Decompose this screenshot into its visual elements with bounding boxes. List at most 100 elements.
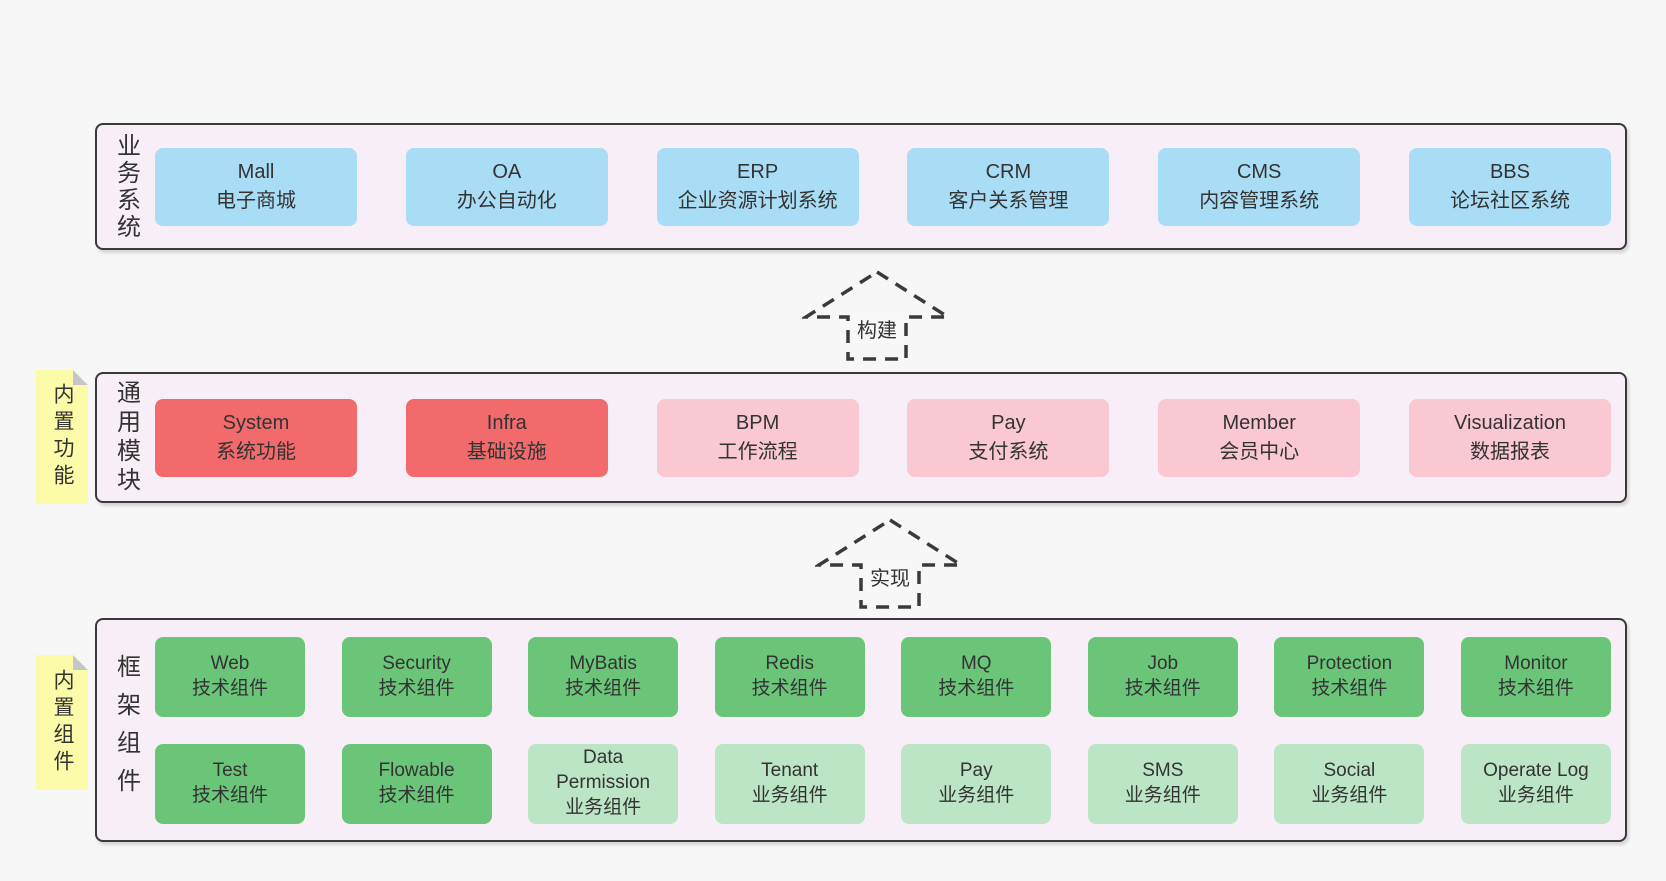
box-mq: MQ 技术组件 bbox=[901, 636, 1052, 717]
box-web: Web 技术组件 bbox=[155, 636, 305, 717]
box-title: Pay bbox=[959, 759, 993, 781]
box-subtitle: 办公自动化 bbox=[456, 189, 557, 212]
box-title: BBS bbox=[1489, 160, 1530, 183]
box-title: CRM bbox=[985, 160, 1032, 183]
sticky-note-builtin-features: 内置功能 bbox=[36, 370, 88, 504]
box-subtitle: 业务组件 bbox=[1124, 784, 1201, 806]
sticky-note-builtin-components: 内置组件 bbox=[36, 655, 88, 790]
box-title: MQ bbox=[960, 652, 992, 674]
band-modules-rows: System 系统功能 Infra 基础设施 BPM 工作流程 Pay 支付系统… bbox=[155, 374, 1625, 501]
box-subtitle: 会员中心 bbox=[1219, 440, 1300, 463]
box-social: Social 业务组件 bbox=[1274, 743, 1425, 824]
box-subtitle: 支付系统 bbox=[968, 440, 1049, 463]
box-subtitle: 论坛社区系统 bbox=[1449, 189, 1570, 212]
box-flowable: Flowable 技术组件 bbox=[341, 743, 492, 824]
box-subtitle: 技术组件 bbox=[378, 677, 455, 699]
box-title: Protection bbox=[1306, 652, 1393, 674]
arrow-implement-label: 实现 bbox=[866, 562, 914, 591]
box-title: CMS bbox=[1236, 160, 1282, 183]
box-title: Test bbox=[212, 759, 248, 781]
band-label-text: 业务系统 bbox=[112, 132, 140, 241]
box-title: Mall bbox=[237, 160, 275, 183]
box-protection: Protection 技术组件 bbox=[1274, 636, 1425, 717]
box-subtitle: 业务组件 bbox=[938, 784, 1015, 806]
box-title: Web bbox=[210, 652, 250, 674]
up-arrow-icon bbox=[802, 269, 952, 361]
box-title: Security bbox=[382, 652, 451, 674]
box-title: ERP bbox=[737, 160, 779, 183]
band-common-modules: 通用模块 System 系统功能 Infra 基础设施 BPM 工作流程 Pay bbox=[95, 372, 1627, 503]
box-subtitle: 电子商城 bbox=[216, 189, 296, 212]
box-title: Data Permission bbox=[556, 747, 651, 794]
box-test: Test 技术组件 bbox=[155, 743, 305, 824]
box-mybatis: MyBatis 技术组件 bbox=[528, 636, 679, 717]
box-crm: CRM 客户关系管理 bbox=[907, 147, 1110, 226]
box-subtitle: 基础设施 bbox=[466, 440, 547, 463]
box-title: OA bbox=[492, 160, 522, 183]
box-subtitle: 业务组件 bbox=[1311, 784, 1388, 806]
box-title: Tenant bbox=[761, 759, 819, 781]
box-operate-log: Operate Log 业务组件 bbox=[1460, 743, 1611, 824]
box-title: Monitor bbox=[1504, 652, 1568, 674]
box-bbs: BBS 论坛社区系统 bbox=[1408, 147, 1611, 226]
box-subtitle: 技术组件 bbox=[565, 677, 642, 699]
band-label-common-modules: 通用模块 bbox=[97, 374, 155, 501]
box-mall: Mall 电子商城 bbox=[155, 147, 357, 226]
box-subtitle: 业务组件 bbox=[565, 796, 642, 818]
box-title: Pay bbox=[991, 411, 1026, 434]
box-title: Infra bbox=[486, 411, 527, 434]
band-business-systems: 业务系统 Mall 电子商城 OA 办公自动化 ERP 企业资源计划系统 CRM bbox=[95, 123, 1627, 250]
box-subtitle: 工作流程 bbox=[717, 440, 798, 463]
sticky-note-text: 内置组件 bbox=[51, 668, 74, 777]
box-subtitle: 系统功能 bbox=[216, 440, 296, 463]
box-infra: Infra 基础设施 bbox=[405, 398, 608, 477]
box-data-permission: Data Permission 业务组件 bbox=[528, 743, 679, 824]
box-title: Redis bbox=[765, 652, 814, 674]
box-subtitle: 内容管理系统 bbox=[1199, 189, 1320, 212]
arrow-build: 构建 bbox=[802, 268, 952, 363]
box-subtitle: 客户关系管理 bbox=[948, 189, 1069, 212]
band-label-business-systems: 业务系统 bbox=[97, 125, 155, 248]
box-subtitle: 业务组件 bbox=[1497, 784, 1574, 806]
box-tenant: Tenant 业务组件 bbox=[714, 743, 865, 824]
band-business-rows: Mall 电子商城 OA 办公自动化 ERP 企业资源计划系统 CRM 客户关系… bbox=[155, 125, 1625, 248]
up-arrow-icon bbox=[815, 517, 965, 609]
box-pay: Pay 支付系统 bbox=[907, 398, 1110, 477]
box-oa: OA 办公自动化 bbox=[405, 147, 608, 226]
box-system: System 系统功能 bbox=[155, 398, 357, 477]
band-business-row: Mall 电子商城 OA 办公自动化 ERP 企业资源计划系统 CRM 客户关系… bbox=[155, 147, 1611, 226]
box-security: Security 技术组件 bbox=[341, 636, 492, 717]
box-subtitle: 技术组件 bbox=[1311, 677, 1388, 699]
box-job: Job 技术组件 bbox=[1087, 636, 1238, 717]
band-components-row-1: Web 技术组件 Security 技术组件 MyBatis 技术组件 Redi… bbox=[155, 636, 1611, 717]
box-subtitle: 技术组件 bbox=[938, 677, 1015, 699]
box-subtitle: 业务组件 bbox=[751, 784, 828, 806]
box-title: Job bbox=[1147, 652, 1179, 674]
box-title: Operate Log bbox=[1483, 759, 1589, 781]
band-framework-components: 框架组件 Web 技术组件 Security 技术组件 MyBatis 技术组件… bbox=[95, 618, 1627, 842]
box-subtitle: 技术组件 bbox=[751, 677, 828, 699]
box-title: System bbox=[222, 411, 290, 434]
box-title: MyBatis bbox=[569, 652, 637, 674]
box-erp: ERP 企业资源计划系统 bbox=[656, 147, 859, 226]
box-title: Flowable bbox=[378, 759, 455, 781]
sticky-note-text: 内置功能 bbox=[51, 383, 74, 491]
box-monitor: Monitor 技术组件 bbox=[1460, 636, 1611, 717]
box-subtitle: 技术组件 bbox=[191, 784, 268, 806]
box-title: SMS bbox=[1142, 759, 1184, 781]
box-sms: SMS 业务组件 bbox=[1087, 743, 1238, 824]
box-subtitle: 技术组件 bbox=[1497, 677, 1574, 699]
band-components-row-2: Test 技术组件 Flowable 技术组件 Data Permission … bbox=[155, 743, 1611, 824]
box-title: Social bbox=[1323, 759, 1376, 781]
box-visualization: Visualization 数据报表 bbox=[1408, 398, 1611, 477]
box-member: Member 会员中心 bbox=[1158, 398, 1361, 477]
band-components-rows: Web 技术组件 Security 技术组件 MyBatis 技术组件 Redi… bbox=[155, 620, 1625, 840]
arrow-build-label: 构建 bbox=[853, 314, 901, 343]
band-label-framework-components: 框架组件 bbox=[97, 620, 155, 840]
box-subtitle: 技术组件 bbox=[378, 784, 455, 806]
arrow-implement: 实现 bbox=[815, 516, 965, 611]
band-modules-row: System 系统功能 Infra 基础设施 BPM 工作流程 Pay 支付系统… bbox=[155, 398, 1611, 477]
box-bpm: BPM 工作流程 bbox=[656, 398, 859, 477]
band-label-text: 框架组件 bbox=[112, 654, 140, 806]
